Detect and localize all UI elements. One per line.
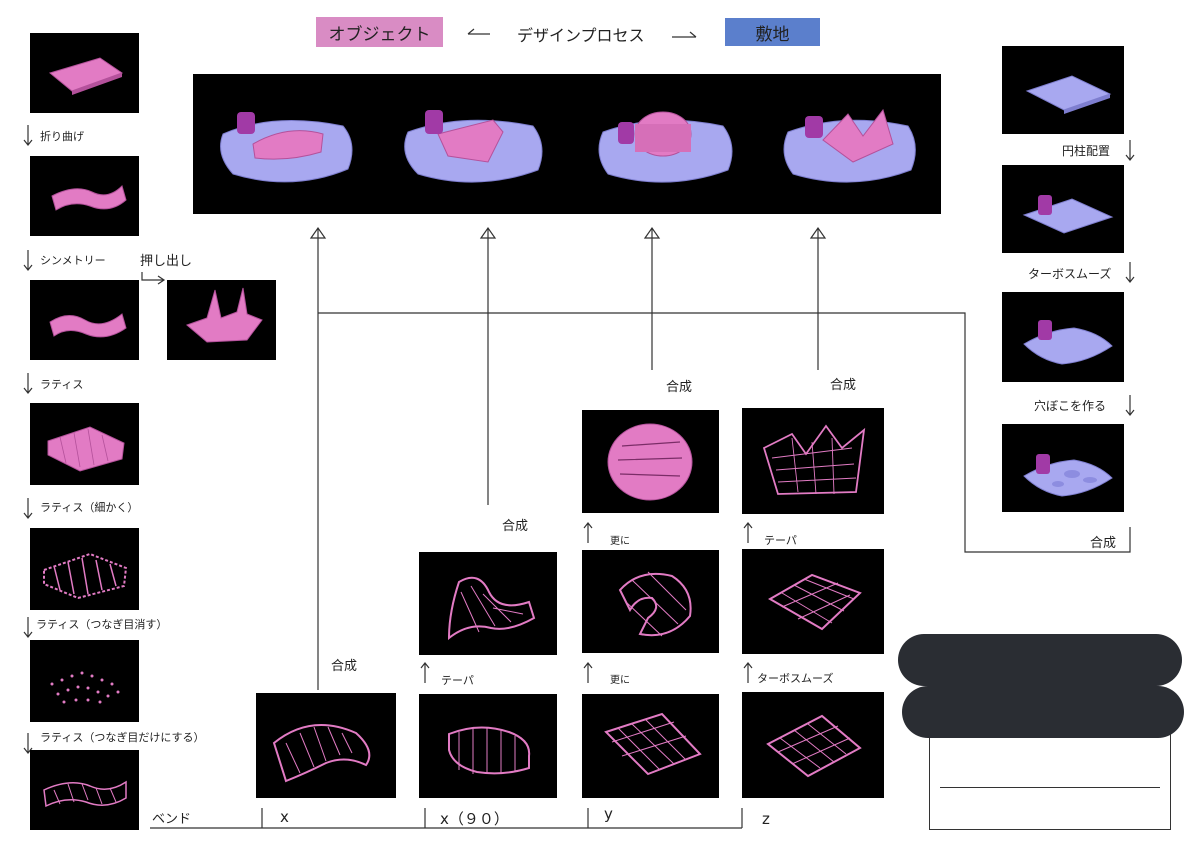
left-step-fold <box>30 156 139 236</box>
left-step-lattice-fine <box>30 528 139 610</box>
label-lattice-joints: ラティス（つなぎ目だけにする） <box>40 731 205 744</box>
label-turbo-smooth: ターボスムーズ <box>1028 267 1112 281</box>
site-label: 敷地 <box>755 24 790 45</box>
site-badge: 敷地 <box>725 18 820 46</box>
site-smooth <box>1002 292 1124 382</box>
label-compose-x: 合成 <box>331 659 358 674</box>
label-lattice: ラティス <box>40 378 84 391</box>
y-final <box>582 410 719 513</box>
z-final <box>742 408 884 514</box>
y-more <box>582 550 719 653</box>
label-cylinder: 円柱配置 <box>1062 144 1111 158</box>
composite-renders <box>220 108 916 183</box>
z-smooth <box>742 692 884 798</box>
composite-strip <box>193 74 941 214</box>
composite-2 <box>404 110 543 183</box>
axis-z: z <box>762 810 770 828</box>
left-step-lattice-remove <box>30 640 139 722</box>
left-step-lattice <box>30 403 139 485</box>
z-taper <box>742 549 884 654</box>
y-bend <box>582 694 719 798</box>
site-dents <box>1002 424 1124 512</box>
label-lattice-remove: ラティス（つなぎ目消す） <box>36 618 168 631</box>
composite-3 <box>598 111 733 183</box>
info-underline <box>940 787 1160 788</box>
redaction-pill-top <box>898 634 1182 686</box>
label-bend: ベンド <box>152 812 192 827</box>
label-fold: 折り曲げ <box>40 130 84 143</box>
label-dents: 穴ぼこを作る <box>1034 399 1107 413</box>
label-symmetry: シンメトリー <box>40 254 106 267</box>
label-taper-x90: テーパ <box>441 674 474 687</box>
site-plate <box>1002 46 1124 134</box>
label-more-y2: 更に <box>610 536 630 547</box>
label-compose-site: 合成 <box>1090 536 1117 551</box>
axis-y: y <box>604 805 613 823</box>
label-taper-z: テーパ <box>764 534 797 547</box>
object-label: オブジェクト <box>328 24 431 45</box>
design-process-label: デザインプロセス <box>517 26 645 45</box>
left-step-plate <box>30 33 139 113</box>
composite-4 <box>783 108 916 183</box>
object-badge: オブジェクト <box>316 17 443 47</box>
label-compose-y: 合成 <box>666 380 693 395</box>
extrude-result <box>167 280 276 360</box>
label-turbo-z: ターボスムーズ <box>757 672 834 685</box>
bend-x-result <box>256 693 396 798</box>
x90-taper <box>419 552 557 655</box>
site-cylinder <box>1002 165 1124 253</box>
x90-bend <box>419 694 557 798</box>
label-compose-x90: 合成 <box>502 519 529 534</box>
axis-x: x <box>280 808 289 826</box>
label-extrude: 押し出し <box>140 254 193 269</box>
left-step-symmetry <box>30 280 139 360</box>
label-lattice-fine: ラティス（細かく） <box>40 501 139 514</box>
label-more-y1: 更に <box>610 675 630 686</box>
left-step-lattice-joints <box>30 750 139 830</box>
composite-1 <box>220 112 353 183</box>
axis-x90: x（９０） <box>440 810 509 828</box>
redaction-pill-bottom <box>902 686 1184 738</box>
label-compose-z: 合成 <box>830 378 857 393</box>
